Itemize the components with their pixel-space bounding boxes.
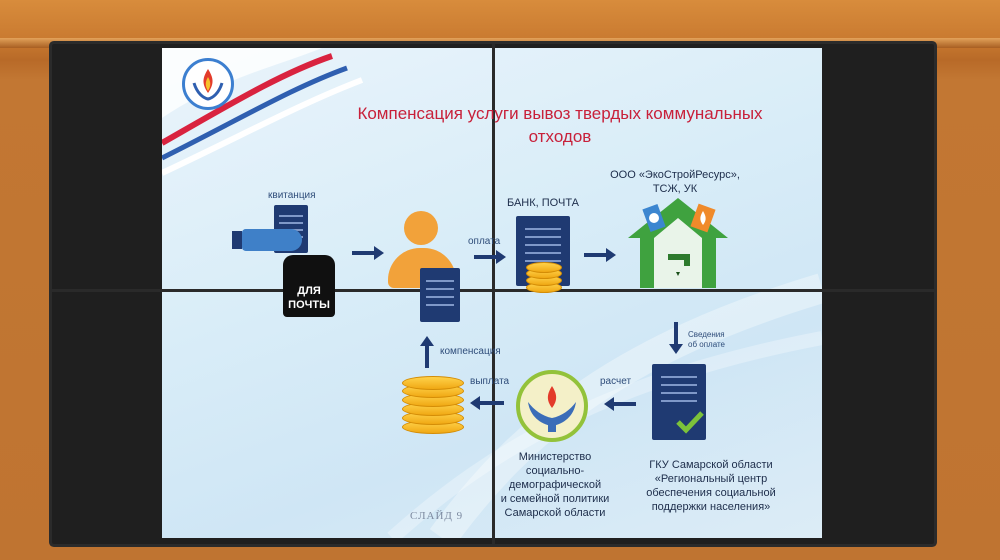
mailbox-label-line1: ДЛЯ xyxy=(297,285,321,297)
payout-label: выплата xyxy=(470,376,510,387)
bezel-vertical xyxy=(492,44,495,544)
coin-stack-icon xyxy=(402,376,464,434)
compensation-label: компенсация xyxy=(440,346,501,357)
slide-number: СЛАЙД 9 xyxy=(410,510,464,522)
mailbox: ДЛЯ ПОЧТЫ xyxy=(283,255,335,317)
gku-line3: обеспечения социальной xyxy=(646,487,776,499)
arrow-left-1 xyxy=(604,397,636,411)
provider-label-line2: ТСЖ, УК xyxy=(652,183,698,195)
gku-document-icon xyxy=(652,364,706,440)
payment-label: оплата xyxy=(468,236,501,247)
arrow-right-3 xyxy=(584,248,616,262)
arrow-right-2 xyxy=(474,250,506,264)
arrow-left-2 xyxy=(470,396,504,410)
payment-info-line1: Сведения xyxy=(688,330,725,339)
arrow-down xyxy=(669,322,683,354)
ministry-line1: Министерство xyxy=(518,451,592,463)
checkmark-icon xyxy=(676,411,704,434)
ministry-label: Министерство социально- демографической … xyxy=(490,450,620,520)
emblem-icon xyxy=(182,58,234,110)
bezel-horizontal xyxy=(52,289,934,292)
hands-flame-icon xyxy=(516,370,588,442)
provider-label: ООО «ЭкоСтройРесурс», ТСЖ, УК xyxy=(600,168,750,196)
bank-coins-icon xyxy=(526,262,562,293)
swoosh-decoration xyxy=(162,48,822,538)
person-document-icon xyxy=(420,268,460,322)
provider-label-line1: ООО «ЭкоСтройРесурс», xyxy=(610,169,740,181)
ministry-line4: и семейной политики xyxy=(500,493,610,505)
payment-info-line2: об оплате xyxy=(688,340,725,349)
payment-info-label: Сведения об оплате xyxy=(688,330,725,350)
gku-label: ГКУ Самарской области «Региональный цент… xyxy=(626,458,796,514)
bank-label: БАНК, ПОЧТА xyxy=(506,197,580,209)
calculation-label: расчет xyxy=(600,376,632,387)
slide-title: Компенсация услуги вывоз твердых коммуна… xyxy=(357,104,763,146)
ministry-line3: демографической xyxy=(508,479,602,491)
arrow-right-1 xyxy=(352,246,384,260)
gku-line2: «Региональный центр xyxy=(654,473,768,485)
arrow-up xyxy=(420,336,434,368)
hand-with-document-icon xyxy=(232,205,322,265)
receipt-label: квитанция xyxy=(268,190,316,201)
ministry-line5: Самарской области xyxy=(504,507,606,519)
mailbox-label-line2: ПОЧТЫ xyxy=(288,299,330,311)
ministry-line2: социально- xyxy=(525,465,585,477)
gku-line1: ГКУ Самарской области xyxy=(649,459,773,471)
gku-line4: поддержки населения» xyxy=(651,501,771,513)
house-utilities-icon xyxy=(628,198,728,288)
